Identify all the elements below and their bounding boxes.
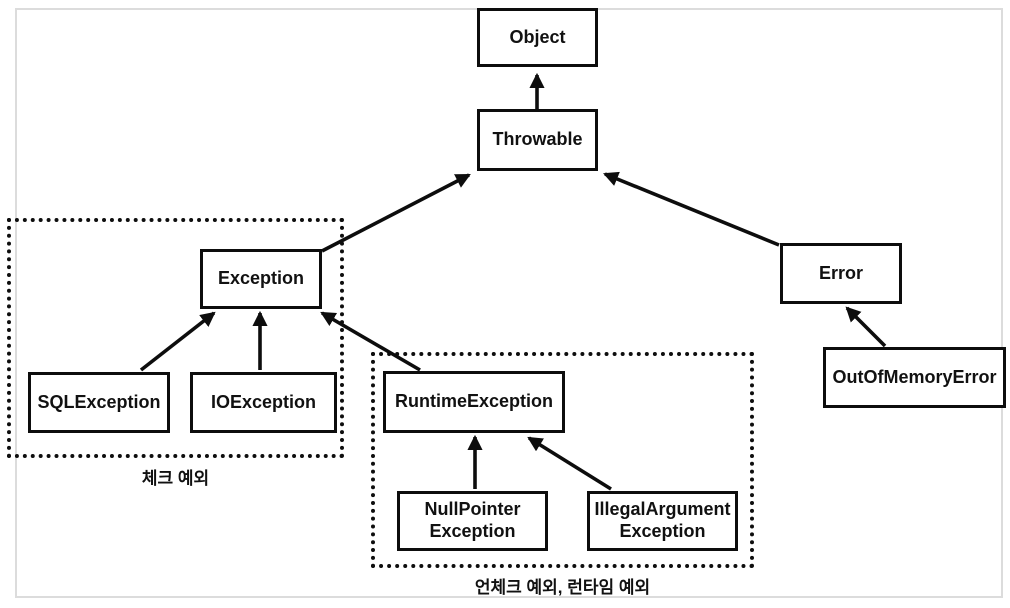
- edge-outofmemoryerror-to-error: [845, 306, 887, 348]
- class-node-label: Error: [818, 262, 863, 283]
- class-node-label: Object: [509, 26, 566, 47]
- edge-error-to-throwable: [603, 171, 780, 247]
- class-node-label: Exception: [217, 268, 305, 289]
- class-node-label-line2: Exception: [619, 521, 706, 541]
- class-node-label: OutOfMemoryError: [832, 366, 997, 387]
- class-node-label: IOException: [210, 391, 317, 412]
- class-node-object: Object: [477, 8, 598, 67]
- class-node-label-line1: IllegalArgument: [594, 499, 731, 520]
- class-node-illegalargumentexception: IllegalArgument Exception: [587, 491, 738, 551]
- class-node-label-line2: Exception: [429, 521, 516, 541]
- class-node-outofmemoryerror: OutOfMemoryError: [823, 347, 1006, 408]
- class-node-sqlexception: SQLException: [28, 372, 170, 433]
- class-node-label-line1: NullPointer: [424, 499, 521, 520]
- edge-runtimeexception-to-exception: [320, 311, 421, 372]
- edge-sqlexception-to-exception: [139, 311, 216, 372]
- class-node-error: Error: [780, 243, 902, 304]
- class-node-label: SQLException: [37, 391, 161, 412]
- class-node-ioexception: IOException: [190, 372, 337, 433]
- unchecked-exception-group-box: [371, 352, 754, 568]
- checked-exception-group-box: [7, 218, 344, 458]
- unchecked-exception-group-label: 언체크 예외, 런타임 예외: [474, 578, 651, 597]
- class-node-exception: Exception: [200, 249, 322, 309]
- checked-exception-group-label: 체크 예외: [141, 469, 210, 488]
- edge-exception-to-throwable: [321, 173, 471, 253]
- class-node-label: RuntimeException: [394, 391, 554, 412]
- class-node-label: Throwable: [492, 129, 583, 150]
- class-node-runtimeexception: RuntimeException: [383, 371, 565, 433]
- edge-illegalargumentexception-to-runtimeexception: [527, 436, 612, 491]
- class-node-nullpointerexception: NullPointer Exception: [397, 491, 548, 551]
- class-node-throwable: Throwable: [477, 109, 598, 171]
